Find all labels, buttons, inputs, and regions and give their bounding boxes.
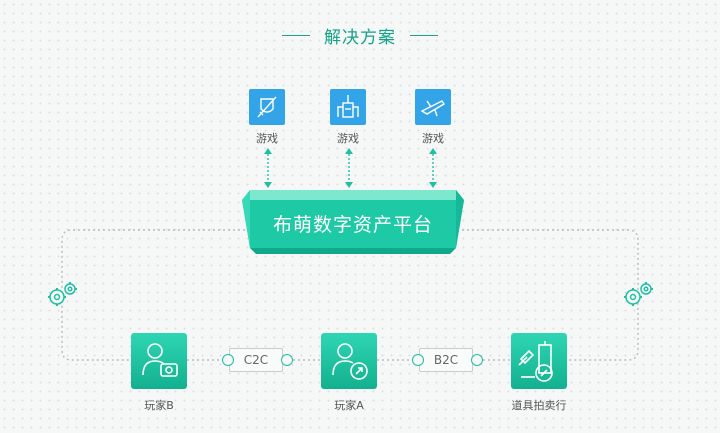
arrow-game-3 <box>429 148 437 188</box>
player-coin-icon <box>332 343 368 380</box>
platform-label: 布萌数字资产平台 <box>272 214 433 236</box>
sword-shield-icon <box>249 89 285 125</box>
player-a-node <box>321 333 377 389</box>
player-b-node <box>131 333 187 389</box>
arrow-game-1 <box>264 148 272 188</box>
game-label-1: 游戏 <box>256 132 278 145</box>
b2c-connector: B2C <box>419 348 473 372</box>
player-camera-icon <box>142 343 178 377</box>
title-right-line <box>410 34 438 36</box>
b2c-left-gear-icon <box>412 354 424 366</box>
game-item-3 <box>415 89 451 125</box>
platform-block <box>242 190 464 254</box>
game-item-2 <box>330 89 366 125</box>
page-title: 解决方案 <box>324 27 396 48</box>
title-left-line <box>282 34 310 36</box>
auction-house-label: 道具拍卖行 <box>511 399 567 412</box>
c2c-right-gear-icon <box>281 354 293 366</box>
player-a-label: 玩家A <box>334 399 364 412</box>
c2c-left-gear-icon <box>222 354 234 366</box>
c2c-connector: C2C <box>229 348 283 372</box>
arrow-game-2 <box>345 148 353 188</box>
auction-building-icon <box>518 341 553 382</box>
title-bar: 解决方案 <box>0 22 720 48</box>
castle-icon <box>330 89 366 125</box>
game-item-1 <box>249 89 285 125</box>
airplane-icon <box>415 89 451 125</box>
right-gears-icon <box>624 282 653 306</box>
player-b-label: 玩家B <box>144 399 174 412</box>
game-label-2: 游戏 <box>337 132 359 145</box>
game-label-3: 游戏 <box>422 132 444 145</box>
left-gears-icon <box>48 282 77 306</box>
b2c-right-gear-icon <box>471 354 483 366</box>
auction-house-node <box>511 333 567 389</box>
